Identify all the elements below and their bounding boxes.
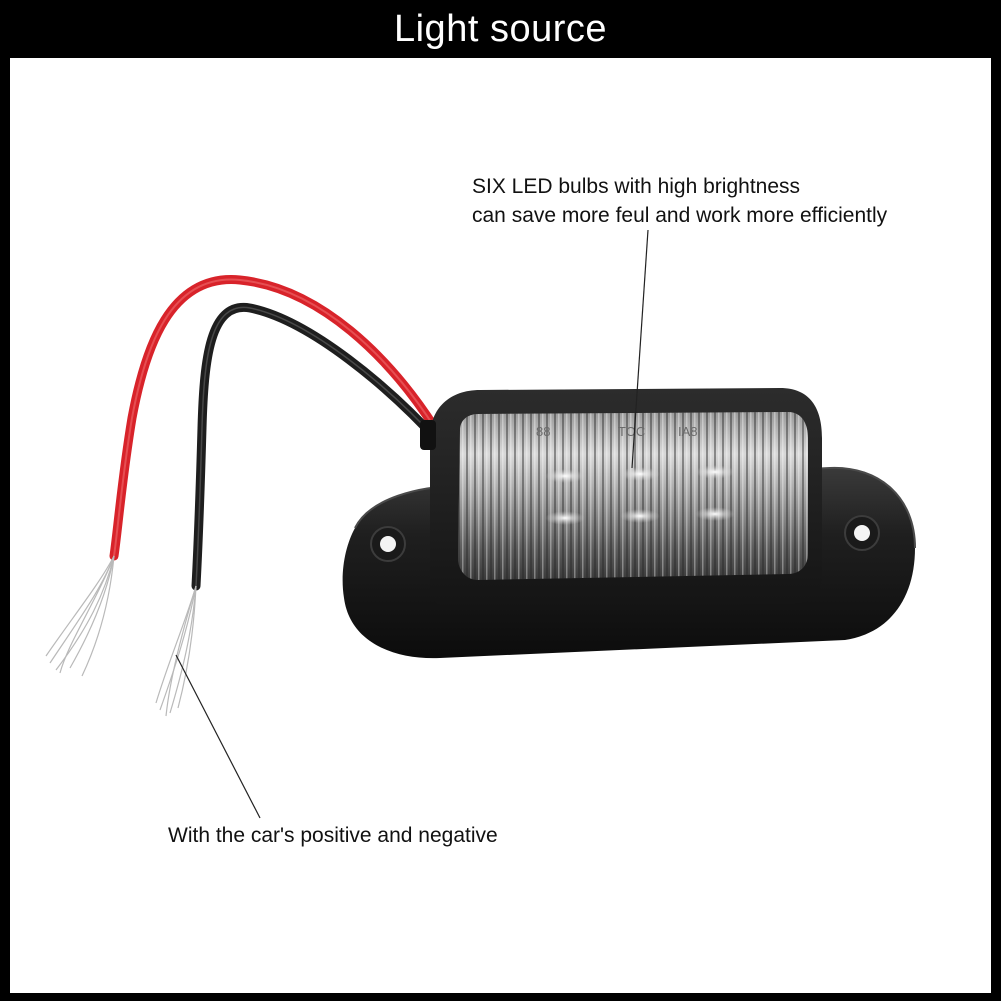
wires-callout-text: With the car's positive and negative	[168, 824, 498, 847]
title-bar: Light source	[0, 0, 1001, 58]
wires-callout: With the car's positive and negative	[168, 821, 498, 850]
led-light-illustration: 88 TOC IA8	[45, 229, 916, 819]
wires-callout-leader	[175, 654, 261, 819]
led-bulbs	[545, 465, 735, 525]
led-callout-leader	[631, 229, 649, 469]
led-callout: SIX LED bulbs with high brightness can s…	[472, 172, 887, 230]
led-callout-line-2: can save more feul and work more efficie…	[472, 204, 888, 227]
led-lens	[458, 412, 808, 580]
lens-marking-right: IA8	[678, 424, 698, 439]
lens-marking-left: 88	[536, 424, 550, 439]
positive-wire-strands	[45, 555, 115, 677]
negative-wire-strands	[155, 585, 197, 717]
page-title: Light source	[393, 7, 607, 50]
product-photo-panel: 88 TOC IA8 SIX LED bulbs with high brigh…	[10, 58, 991, 993]
led-callout-line-1: SIX LED bulbs with high brightness	[472, 175, 801, 198]
lens-marking-middle: TOC	[618, 424, 645, 439]
right-screw-hole	[844, 515, 880, 551]
left-screw-hole	[370, 526, 406, 562]
wire-grommet	[420, 420, 436, 450]
